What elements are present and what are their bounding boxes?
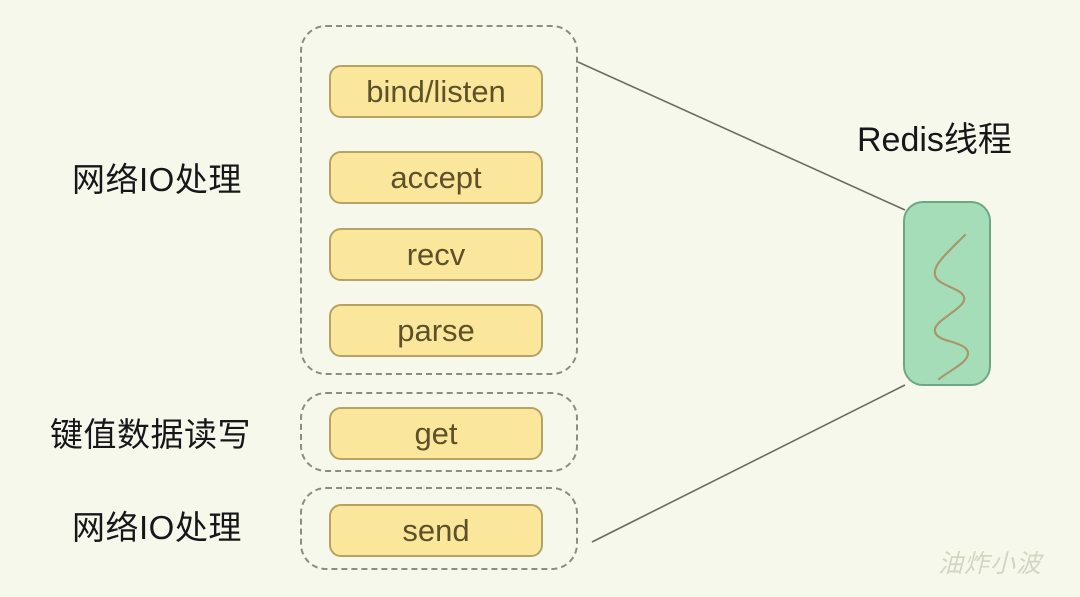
op-box-label: send <box>402 513 470 548</box>
op-box-label: accept <box>390 160 482 195</box>
connector-bottom-line <box>591 384 906 543</box>
thread-title: Redis线程 <box>857 121 1012 159</box>
op-box-recv[interactable]: recv <box>329 228 543 281</box>
op-box-label: parse <box>397 313 475 348</box>
group-network-io-top: bind/listen accept recv parse <box>300 25 578 375</box>
group-network-io-bottom: send <box>300 487 578 570</box>
op-box-accept[interactable]: accept <box>329 151 543 204</box>
thread-squiggle-icon <box>933 233 970 381</box>
label-kv-read-write: 键值数据读写 <box>50 416 251 453</box>
op-box-send[interactable]: send <box>329 504 543 557</box>
redis-thread-box[interactable] <box>903 201 991 386</box>
op-box-label: bind/listen <box>366 74 506 109</box>
op-box-bind-listen[interactable]: bind/listen <box>329 65 543 118</box>
connector-top-line <box>577 61 906 211</box>
label-network-io-bottom: 网络IO处理 <box>72 509 242 546</box>
label-network-io-top: 网络IO处理 <box>72 161 242 198</box>
op-box-label: recv <box>406 237 466 272</box>
group-kv-read-write: get <box>300 392 578 472</box>
op-box-parse[interactable]: parse <box>329 304 543 357</box>
op-box-get[interactable]: get <box>329 407 543 460</box>
watermark: 油炸小波 <box>938 550 1043 578</box>
op-box-label: get <box>414 416 458 451</box>
